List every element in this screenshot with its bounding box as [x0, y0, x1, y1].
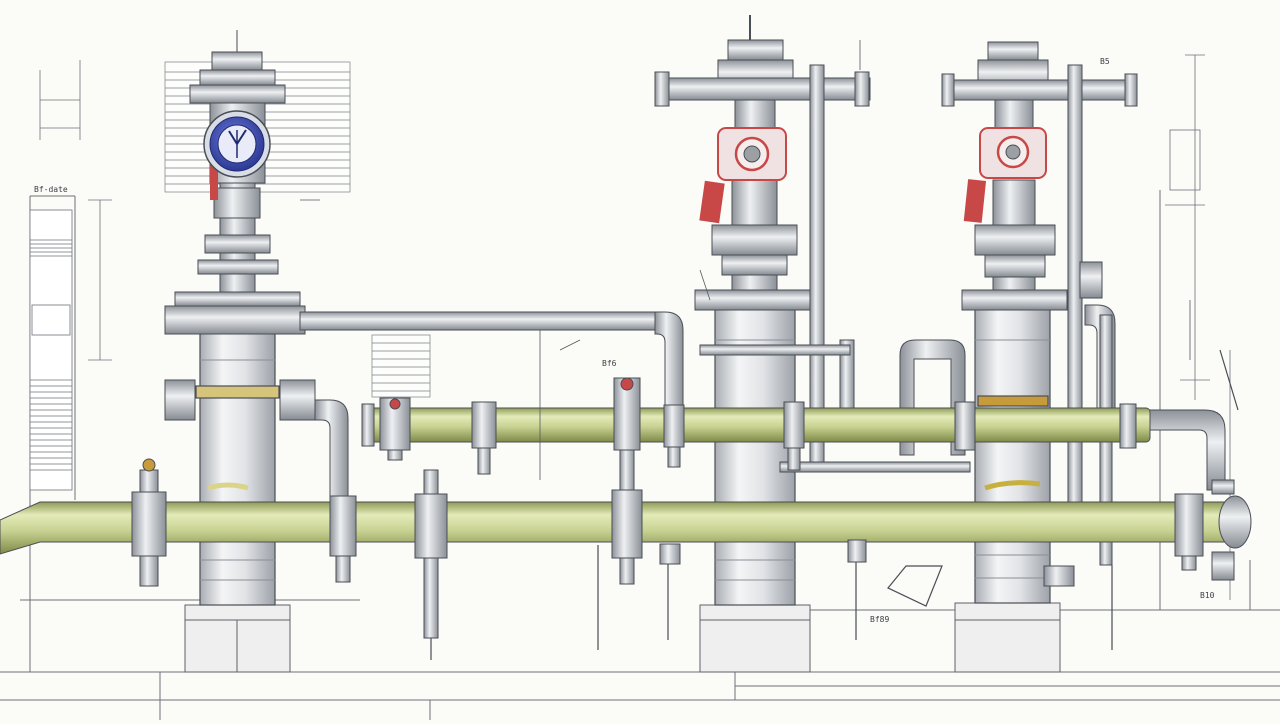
center-column-valve-assembly: [654, 15, 871, 466]
gate-valve-icon: [131, 458, 167, 587]
drain-stems: [430, 349, 1239, 660]
gate-valve-icon: [1119, 403, 1137, 449]
lower-pipe-valves: [131, 458, 1204, 639]
gray-connecting-pipes: [299, 304, 1226, 566]
annotation-b10: B10: [1200, 591, 1215, 600]
annotation-b5: B5: [1100, 57, 1110, 66]
gate-valve-icon: [1174, 493, 1204, 571]
left-scale-panel: [29, 60, 112, 491]
gate-valve-icon: [379, 397, 411, 461]
annotation-bf-date: Bf-date: [34, 185, 68, 194]
gate-valve-icon: [954, 401, 976, 451]
pressure-gauge-icon: [203, 110, 271, 178]
gate-valve-icon: [471, 401, 497, 475]
gate-valve-icon: [663, 404, 685, 468]
annotation-bf89: Bf89: [870, 615, 889, 624]
gate-valve-icon: [613, 377, 641, 491]
right-column-valve-assembly: [941, 41, 1138, 506]
gate-valve-icon: [611, 459, 643, 585]
annotations: Bf-date Bf6 B5 Bf89 B10: [34, 57, 1215, 624]
annotation-bf6: Bf6: [602, 359, 617, 368]
foundations: [184, 602, 1061, 673]
upper-pipe-valves: [379, 377, 1137, 491]
gate-valve-icon: [329, 495, 357, 583]
gate-valve-icon: [783, 401, 805, 471]
gate-valve-icon: [414, 469, 448, 639]
leader-lines: [300, 40, 1191, 480]
